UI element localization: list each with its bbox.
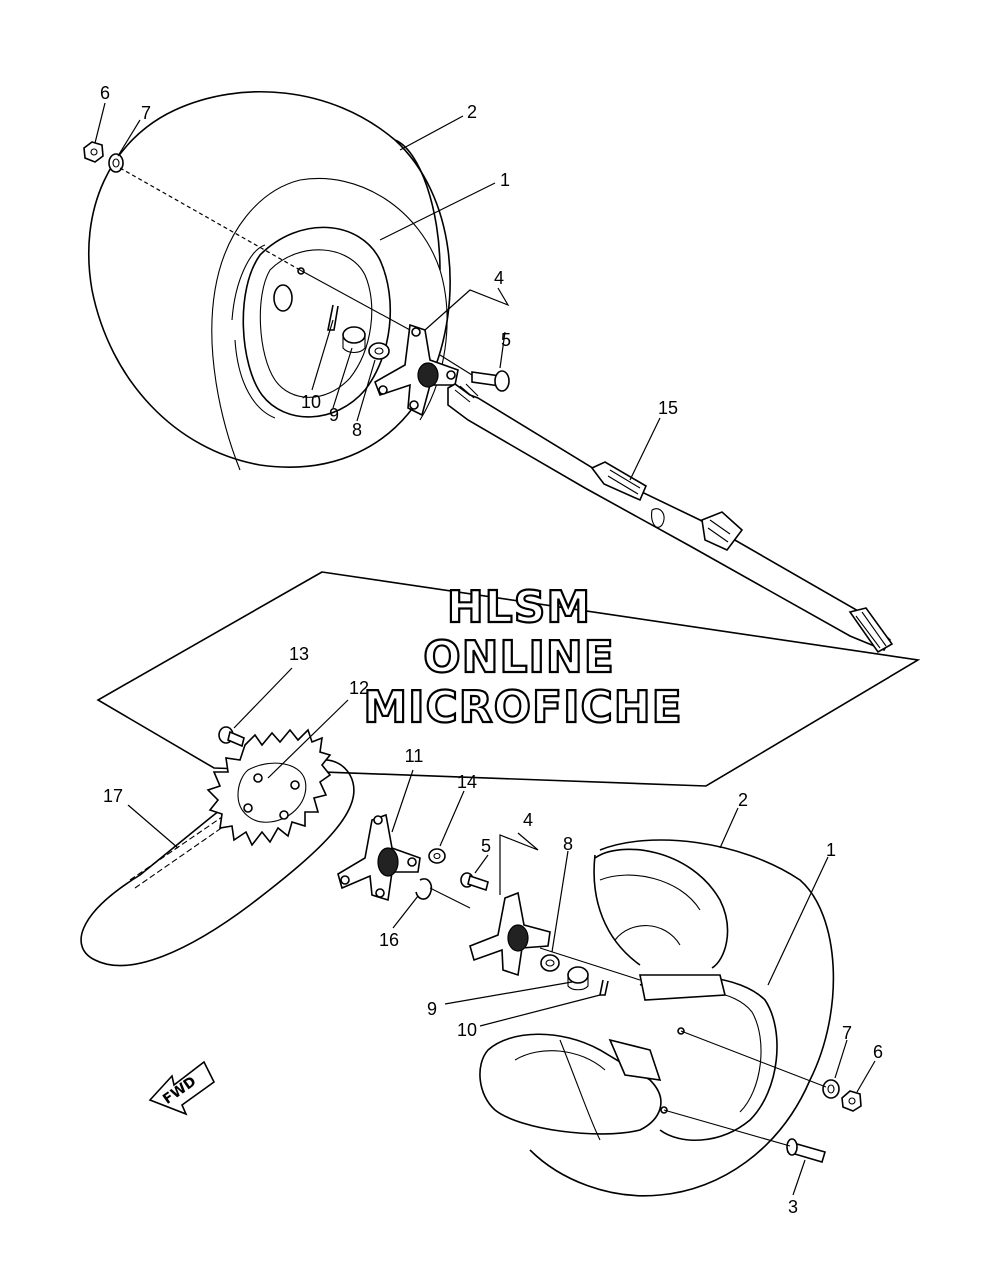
callout-label: 17 bbox=[103, 786, 123, 806]
lower-rim[interactable] bbox=[608, 974, 778, 1142]
lower-plain-washer[interactable] bbox=[822, 1079, 840, 1099]
assembly-boundary bbox=[96, 571, 921, 787]
callout-label: 4 bbox=[494, 268, 504, 288]
upper-tire[interactable] bbox=[88, 91, 451, 471]
circlip[interactable] bbox=[415, 878, 433, 900]
sprocket-bolt[interactable] bbox=[218, 726, 245, 748]
lower-hub-bolt[interactable] bbox=[460, 872, 489, 892]
watermark-line-3: MICROFICHE bbox=[363, 682, 682, 733]
lower-washer[interactable] bbox=[540, 954, 560, 972]
hub-nut[interactable] bbox=[428, 848, 446, 864]
lower-tire[interactable] bbox=[479, 839, 835, 1197]
upper-hub[interactable] bbox=[374, 323, 459, 417]
callout-label: 10 bbox=[301, 392, 321, 412]
upper-cotter-pin[interactable] bbox=[327, 304, 339, 331]
upper-rim[interactable] bbox=[231, 226, 392, 419]
callout-label: 7 bbox=[141, 103, 151, 123]
forward-direction-indicator: FWD bbox=[148, 1060, 216, 1116]
watermark-line-2: ONLINE bbox=[423, 632, 615, 683]
callout-label: 2 bbox=[467, 102, 477, 122]
upper-flange-nut[interactable] bbox=[83, 141, 104, 163]
callout-label: 6 bbox=[100, 83, 110, 103]
callout-label: 5 bbox=[501, 330, 511, 350]
callout-label: 4 bbox=[523, 810, 533, 830]
upper-plain-washer[interactable] bbox=[108, 153, 124, 173]
watermark-line-1: HLSM bbox=[447, 582, 591, 633]
callout-label: 14 bbox=[457, 772, 477, 792]
callout-label: 5 bbox=[481, 836, 491, 856]
callout-label: 10 bbox=[457, 1020, 477, 1040]
lower-hub[interactable] bbox=[469, 891, 551, 977]
leader-lines bbox=[94, 102, 876, 1196]
callout-label: 8 bbox=[563, 834, 573, 854]
callout-label: 2 bbox=[738, 790, 748, 810]
upper-hub-bolt[interactable] bbox=[471, 370, 510, 392]
callout-label: 7 bbox=[842, 1023, 852, 1043]
upper-castle-nut[interactable] bbox=[342, 326, 366, 354]
callout-label: 1 bbox=[826, 840, 836, 860]
lower-flange-nut[interactable] bbox=[841, 1090, 862, 1112]
lower-cotter-pin[interactable] bbox=[599, 979, 609, 996]
callout-label: 9 bbox=[329, 405, 339, 425]
callout-label: 16 bbox=[379, 930, 399, 950]
callout-label: 13 bbox=[289, 644, 309, 664]
callout-label: 6 bbox=[873, 1042, 883, 1062]
upper-washer[interactable] bbox=[368, 342, 390, 360]
tire-valve[interactable] bbox=[786, 1138, 826, 1163]
callout-label: 3 bbox=[788, 1197, 798, 1217]
rear-axle-shaft[interactable] bbox=[447, 383, 894, 654]
callout-label: 1 bbox=[500, 170, 510, 190]
lower-castle-nut[interactable] bbox=[567, 966, 589, 991]
callout-label: 12 bbox=[349, 678, 369, 698]
callout-label: 15 bbox=[658, 398, 678, 418]
callout-label: 9 bbox=[427, 999, 437, 1019]
callout-label: 11 bbox=[405, 746, 424, 766]
callout-label: 8 bbox=[352, 420, 362, 440]
rear-sprocket[interactable] bbox=[206, 728, 332, 847]
sprocket-hub[interactable] bbox=[337, 813, 421, 902]
upper-wheel-assembly bbox=[83, 91, 510, 471]
callout-labels: 6 7 2 1 4 5 10 9 8 15 13 12 17 11 14 4 5… bbox=[100, 83, 883, 1217]
watermark: HLSM ONLINE MICROFICHE bbox=[362, 581, 683, 734]
